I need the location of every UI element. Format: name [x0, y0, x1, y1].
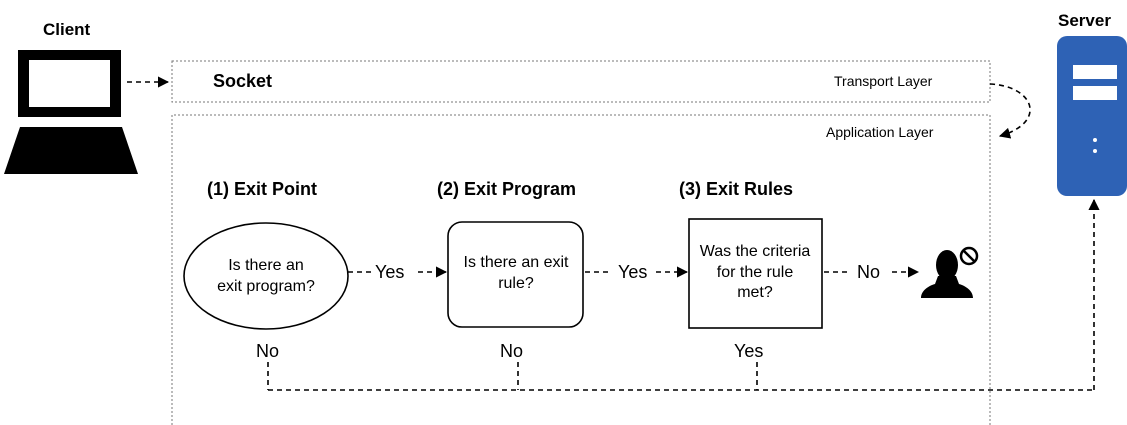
bottom-route-lines: [267, 198, 1100, 391]
exit-point-decision-shape: [183, 222, 349, 330]
server-label: Server: [1058, 11, 1111, 30]
socket-label: Socket: [213, 71, 273, 91]
step-2-no-label: No: [500, 341, 524, 361]
step-2-yes-label: Yes: [618, 262, 648, 282]
laptop-icon: [4, 50, 138, 174]
step-1-yes-label: Yes: [375, 262, 405, 282]
exit-rules-decision-shape: [688, 218, 823, 329]
step-1-no-label: No: [256, 341, 280, 361]
step-3-no-label: No: [857, 262, 881, 282]
step-1-question: Is there an exit program?: [217, 257, 315, 295]
server-icon: [1057, 36, 1127, 196]
step-2-title: (2) Exit Program: [437, 179, 577, 199]
user-blocked-icon: [921, 246, 979, 298]
transport-layer-label: Transport Layer: [834, 73, 933, 89]
step-2-question: Is there an exit rule?: [463, 254, 569, 292]
step-3-yes-label: Yes: [734, 341, 764, 361]
transport-layer-box: [171, 60, 991, 103]
step-3-title: (3) Exit Rules: [679, 179, 794, 199]
step-1-title: (1) Exit Point: [207, 179, 318, 199]
client-label: Client: [43, 20, 91, 39]
transport-to-application-arrow: [989, 83, 1031, 139]
application-layer-label: Application Layer: [826, 124, 934, 140]
exit-program-decision-shape: [447, 221, 584, 328]
step-3-question: Was the criteria for the rule met?: [699, 242, 811, 302]
